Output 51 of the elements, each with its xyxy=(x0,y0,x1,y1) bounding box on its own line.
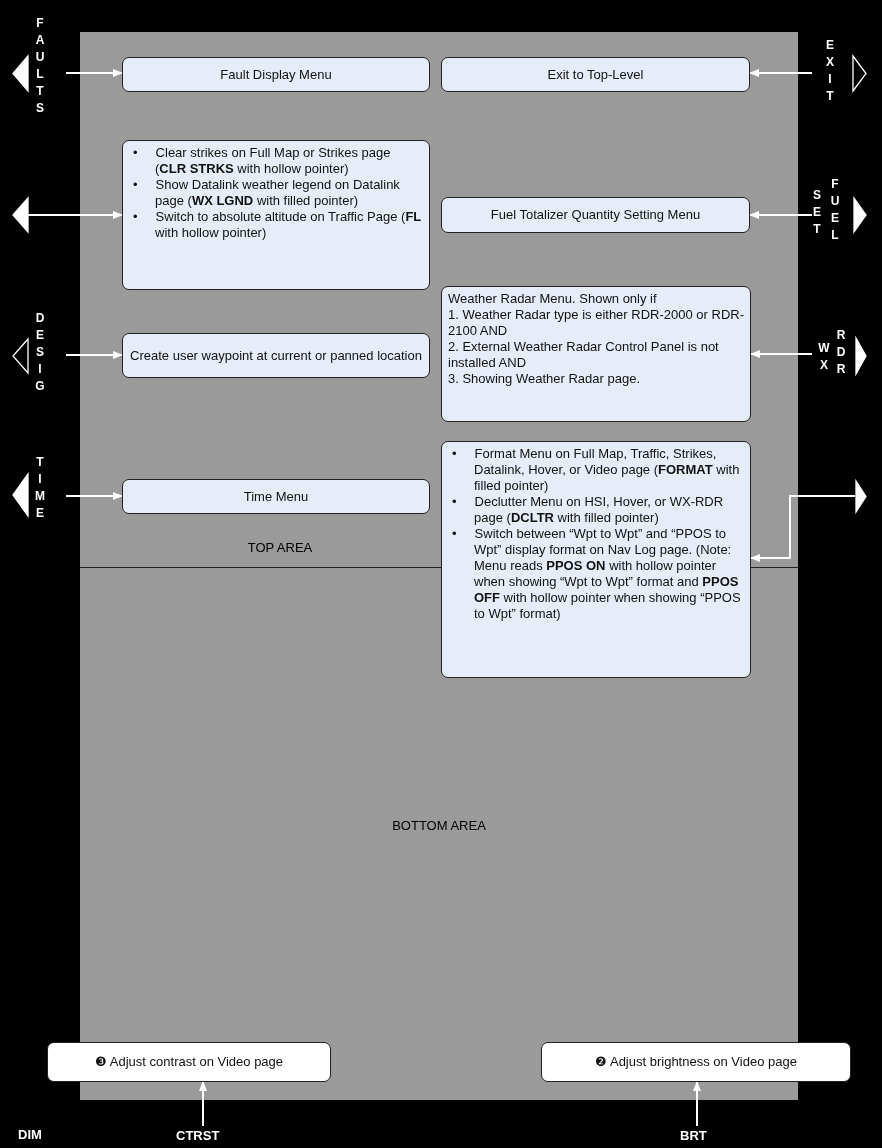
menu-box xyxy=(122,333,430,378)
bullet-text: • Declutter Menu on HSI, Hover, or WX-RDR page (DCLTR with filled pointer) xyxy=(451,494,725,526)
arrow xyxy=(27,211,123,219)
bullet-text: • Switch between “Wpt to Wpt” and “PPOS to Wpt” display format on Nav Log page. (Note: Menu reads PPOS ON with hollow pointer when showing “Wpt to Wpt” format and PPOS OFF with hollow pointer when showing “PPOS to Wpt” format) xyxy=(451,526,742,622)
menu-text: Fault Display Menu xyxy=(220,66,332,83)
area-label: BOTTOM AREA xyxy=(391,818,487,834)
menu-box xyxy=(441,286,751,422)
menu-text: Exit to Top-Level xyxy=(547,66,644,83)
menu-box xyxy=(122,57,430,92)
bullet-text: • Show Datalink weather legend on Datalink page (WX LGND with filled pointer) xyxy=(132,177,401,209)
menu-text: 2. External Weather Radar Control Panel is not installed AND xyxy=(448,339,720,371)
menu-text: 1. Weather Radar type is either RDR-2000 or RDR-2100 AND xyxy=(448,307,744,339)
arrow xyxy=(750,495,856,562)
menu-text: 3. Showing Weather Radar page. xyxy=(448,371,641,387)
menu-text: Create user waypoint at current or panned location xyxy=(130,347,422,364)
menu-box xyxy=(541,1042,851,1082)
key-label: TIME xyxy=(34,455,46,523)
key-label: EXIT xyxy=(824,38,836,106)
bullet-text: • Clear strikes on Full Map or Strikes page (CLR STRKS with hollow pointer) xyxy=(132,145,392,177)
menu-text: Weather Radar Menu. Shown only if xyxy=(448,291,658,307)
arrow xyxy=(749,69,813,77)
key-label: BRT xyxy=(680,1128,707,1143)
pointer-icon xyxy=(855,480,867,513)
key-label: DESIG xyxy=(34,311,46,396)
arrow xyxy=(749,211,813,219)
menu-text: Time Menu xyxy=(243,488,309,505)
key-label: CTRST xyxy=(176,1128,220,1143)
menu-box xyxy=(441,197,750,233)
pointer-icon xyxy=(12,197,28,233)
menu-text: ❸ Adjust contrast on Video page xyxy=(94,1054,284,1070)
arrow xyxy=(65,492,123,500)
key-label: FUEL xyxy=(829,177,841,245)
menu-box xyxy=(441,441,751,678)
arrow xyxy=(65,69,123,77)
key-label: SET xyxy=(811,188,823,239)
bullet-text: • Switch to absolute altitude on Traffic Page (FL with hollow pointer) xyxy=(132,209,423,241)
arrow xyxy=(693,1081,701,1127)
key-label: WX xyxy=(818,341,830,375)
key-label: RDR xyxy=(835,328,847,379)
menu-text: ❷ Adjust brightness on Video page xyxy=(595,1054,797,1070)
arrow xyxy=(750,350,813,358)
arrow xyxy=(65,351,123,359)
key-label: DIM xyxy=(18,1127,43,1143)
menu-box xyxy=(47,1042,331,1082)
menu-text: Fuel Totalizer Quantity Setting Menu xyxy=(490,207,701,223)
arrow xyxy=(199,1081,207,1127)
menu-box xyxy=(122,479,430,514)
menu-box xyxy=(122,140,430,290)
bullet-text: • Format Menu on Full Map, Traffic, Strikes, Datalink, Hover, or Video page (FORMAT with filled pointer) xyxy=(451,446,741,494)
menu-box xyxy=(441,57,750,92)
key-label: FAULTS xyxy=(34,16,46,118)
